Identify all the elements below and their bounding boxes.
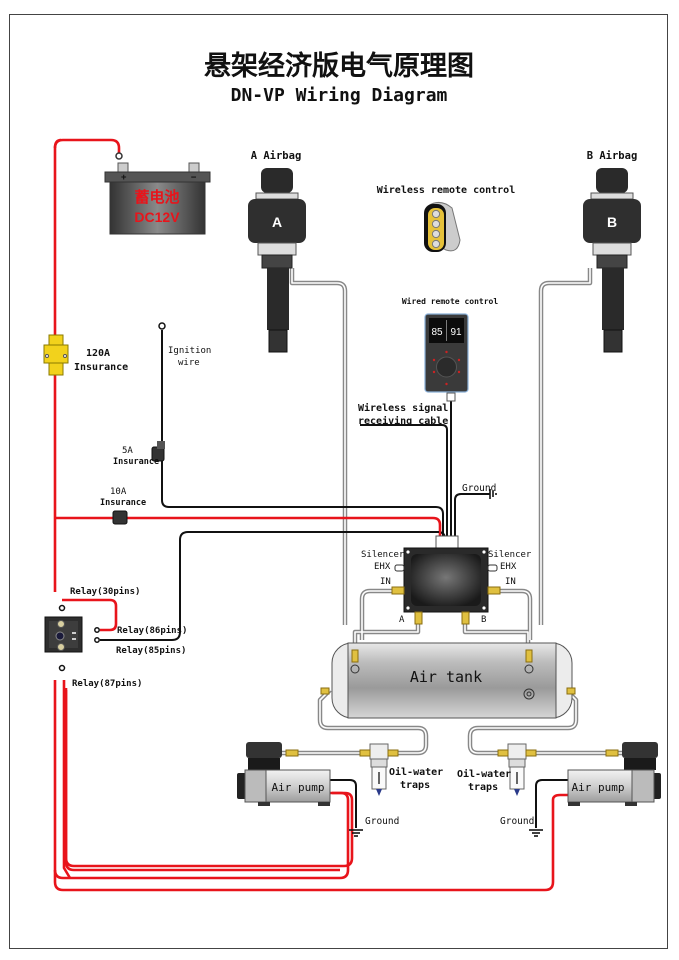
- airbag-b-title: B Airbag: [587, 150, 638, 162]
- silencer-right-label: Silencer: [488, 550, 532, 560]
- fuse-10a-label: Insurance: [100, 498, 146, 508]
- fuse-120a-label: Insurance: [74, 362, 128, 373]
- wire-outer-loop-right-pump: [53, 793, 568, 892]
- wire-relay30-to-86: [62, 598, 118, 632]
- ground-wire-valve: [454, 493, 490, 540]
- ground-icon: [349, 829, 363, 837]
- ground-wire-pump-right: [535, 779, 568, 828]
- wire-inner-loop-left-pump: [64, 690, 354, 868]
- airbag-b-letter: B: [607, 214, 617, 230]
- wireless-remote-label: Wireless remote control: [377, 184, 515, 196]
- airbag-a-letter: A: [272, 214, 282, 230]
- fuse-120a-rating: 120A: [86, 348, 110, 359]
- wired-remote-icon: [424, 313, 469, 393]
- trap-left-line1: Oil-water: [389, 766, 443, 778]
- valve-block: [391, 535, 501, 625]
- wired-remote-display-left: 85: [431, 327, 443, 338]
- in-right-label: IN: [505, 577, 516, 587]
- air-pump-left-label: Air pump: [272, 781, 325, 794]
- signal-cable-label-line2: receiving cable: [358, 415, 448, 427]
- air-tank-label: Air tank: [410, 668, 482, 686]
- silencer-left-label: Silencer: [361, 550, 405, 560]
- ignition-wire: [161, 330, 444, 540]
- battery: + − 蓄电池 DC12V: [104, 152, 211, 235]
- air-line-b-airbag: [538, 268, 593, 625]
- ground-label: Ground: [462, 483, 496, 494]
- fuse-10a: [112, 510, 128, 525]
- relay-86-label: Relay(86pins): [117, 625, 187, 636]
- wire-relay87-pump-right: [62, 680, 72, 879]
- battery-negative: −: [191, 173, 197, 183]
- ground-icon: [489, 489, 497, 499]
- relay-85-label: Relay(85pins): [116, 645, 186, 656]
- airbag-a: A: [248, 168, 306, 353]
- ignition-label-line1: Ignition: [168, 346, 211, 356]
- signal-cable: [360, 424, 448, 540]
- ground-wire-pump-left: [300, 779, 357, 828]
- wire-battery-to-relay30-b: [53, 138, 62, 149]
- air-pump-right-label: Air pump: [572, 781, 625, 794]
- trap-right-line2: traps: [468, 782, 498, 793]
- wired-remote-label: Wired remote control: [402, 296, 499, 306]
- ground-label: Ground: [500, 816, 534, 827]
- fuse-120a: [43, 334, 69, 376]
- airbag-b: B: [583, 168, 641, 353]
- air-tank: [320, 642, 576, 719]
- battery-voltage: DC12V: [134, 209, 180, 225]
- fuse-5a: [151, 441, 165, 462]
- signal-wires: [100, 330, 568, 828]
- title-english: DN-VP Wiring Diagram: [231, 85, 448, 106]
- relay-30-label: Relay(30pins): [70, 586, 140, 597]
- ignition-label-line2: wire: [178, 358, 200, 368]
- wire-10a-to-valve: [55, 516, 442, 540]
- fuse-5a-rating: 5A: [122, 446, 133, 456]
- signal-connector-icon: [446, 392, 456, 402]
- fuse-10a-rating: 10A: [110, 487, 127, 497]
- battery-positive: +: [121, 173, 127, 183]
- oil-water-trap-right: [497, 743, 537, 796]
- ehx-right-label: EHX: [500, 562, 517, 572]
- wired-remote-display-right: 91: [450, 327, 462, 338]
- ignition-terminal-icon: [158, 322, 166, 330]
- title-chinese: 悬架经济版电气原理图: [204, 50, 474, 82]
- air-pump-left: [237, 742, 331, 806]
- ground-icon: [529, 829, 543, 837]
- relay-87-label: Relay(87pins): [72, 678, 142, 689]
- airbag-a-title: A Airbag: [251, 150, 302, 162]
- trap-left-line2: traps: [400, 780, 430, 791]
- relay: [44, 604, 100, 672]
- battery-label: 蓄电池: [134, 188, 179, 206]
- port-a-label: A: [399, 615, 405, 625]
- in-left-label: IN: [380, 577, 391, 587]
- signal-cable-label-line1: Wireless signal: [358, 402, 448, 414]
- oil-water-trap-left: [359, 743, 399, 796]
- fuse-5a-label: Insurance: [113, 457, 159, 467]
- ehx-left-label: EHX: [374, 562, 391, 572]
- ground-label: Ground: [365, 816, 399, 827]
- air-line-port-a: [352, 612, 421, 646]
- relay85-wire: [100, 531, 446, 641]
- wire-relay87-pump-left: [53, 680, 350, 880]
- port-b-label: B: [481, 615, 486, 625]
- wireless-remote-icon: [424, 202, 461, 252]
- air-line-port-b: [462, 612, 531, 646]
- air-line-a-airbag: [289, 268, 348, 625]
- air-pump-right: [567, 742, 661, 806]
- trap-right-line1: Oil-water: [457, 768, 511, 780]
